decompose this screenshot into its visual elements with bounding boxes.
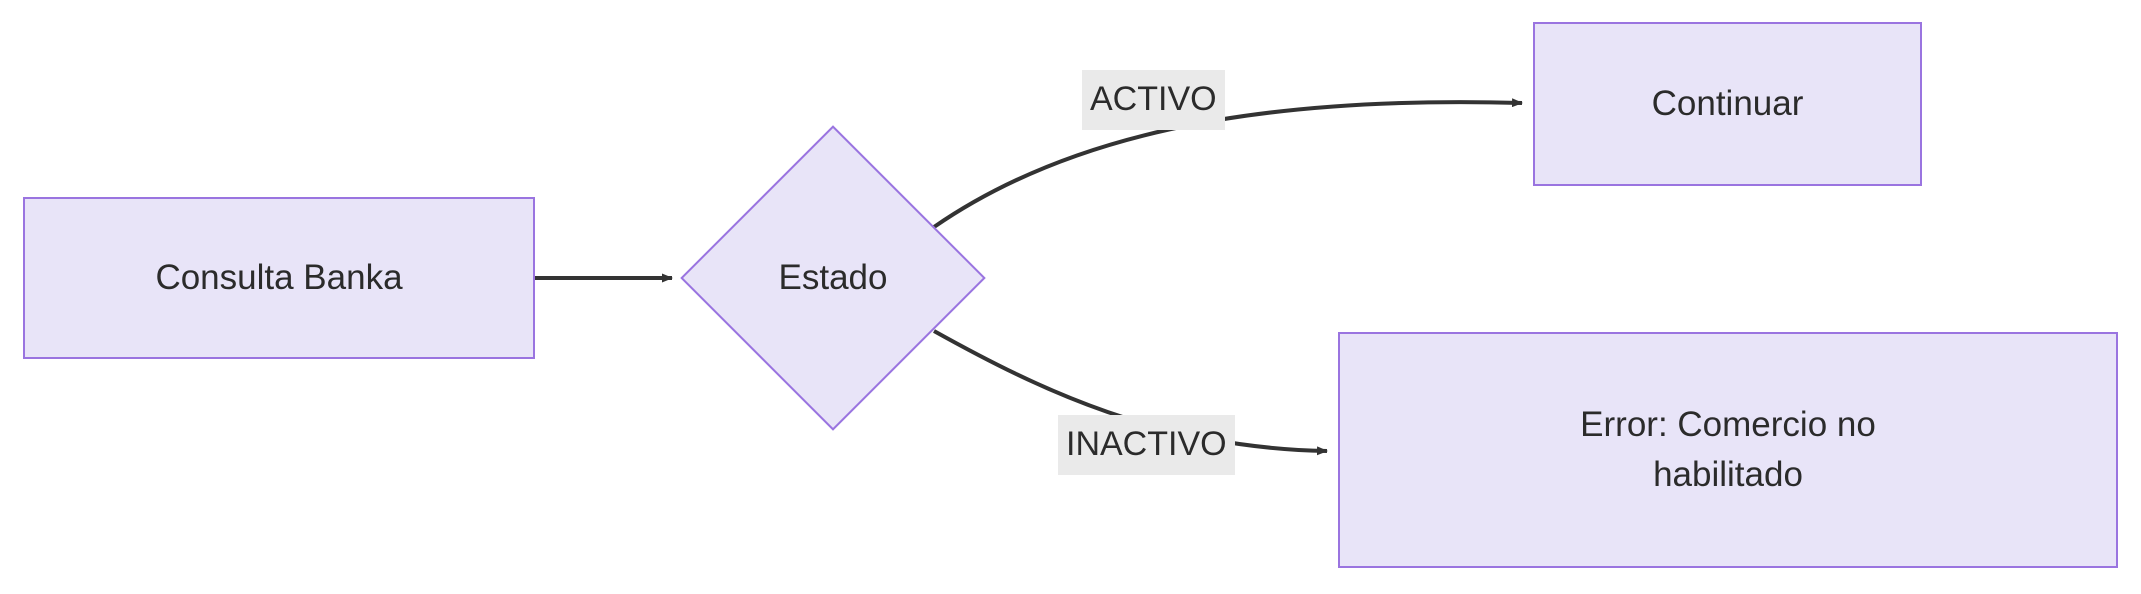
- edge-estado-to-continuar: [932, 98, 1523, 229]
- node-continuar-label: Continuar: [1651, 84, 1804, 124]
- node-error-comercio-no-habilitado[interactable]: Error: Comercio no habilitado: [1338, 332, 2118, 568]
- node-error-label: Error: Comercio no habilitado: [1580, 405, 1876, 494]
- node-estado-decision[interactable]: Estado: [680, 125, 986, 431]
- node-continuar[interactable]: Continuar: [1533, 22, 1922, 186]
- node-consulta-banka-label: Consulta Banka: [155, 258, 403, 298]
- edge-label-activo: ACTIVO: [1082, 70, 1225, 130]
- node-consulta-banka[interactable]: Consulta Banka: [23, 197, 535, 359]
- edge-label-inactivo: INACTIVO: [1058, 415, 1235, 475]
- node-estado-label: Estado: [778, 258, 888, 298]
